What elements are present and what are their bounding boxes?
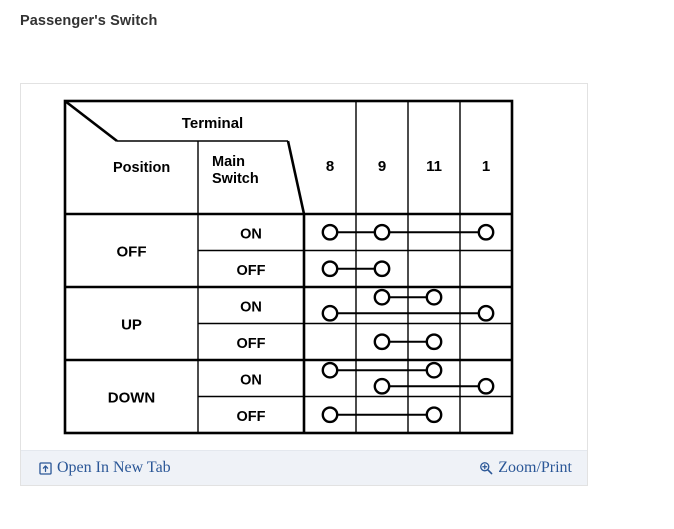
main-switch-state-up-on: ON [240,299,262,315]
terminal-node-1 [477,377,495,395]
terminal-node-8 [321,260,339,278]
header-label-position: Position [113,160,170,176]
terminal-header-1: 1 [482,158,490,175]
terminal-node-11 [425,406,443,424]
zoom-print-link[interactable]: Zoom/Print [479,458,572,478]
terminal-node-11 [425,361,443,379]
terminal-node-9 [373,260,391,278]
terminal-node-8 [321,361,339,379]
terminal-header-9: 9 [378,158,386,175]
position-label-up: UP [121,317,142,334]
main-switch-state-off-off: OFF [237,263,266,279]
open-in-new-tab-label: Open In New Tab [57,459,171,476]
open-in-new-tab-link[interactable]: Open In New Tab [38,458,171,478]
terminal-node-9 [373,377,391,395]
position-label-off: OFF [117,244,147,261]
main-switch-state-down-on: ON [240,372,262,388]
card-footer: Open In New Tab Zoom/Print [21,450,587,485]
page-title: Passenger's Switch [20,13,158,29]
position-label-down: DOWN [108,390,156,407]
terminal-header-11: 11 [426,158,442,175]
terminal-node-9 [373,333,391,351]
terminal-node-1 [477,304,495,322]
terminal-node-8 [321,406,339,424]
header-label-terminal: Terminal [182,115,243,132]
main-switch-state-up-off: OFF [237,336,266,352]
header-diagonal-position [64,99,118,143]
terminal-node-11 [425,333,443,351]
main-switch-state-off-on: ON [240,226,262,242]
terminal-node-8 [321,304,339,322]
terminal-node-8 [321,223,339,241]
terminal-node-11 [425,288,443,306]
terminal-node-1 [477,223,495,241]
header-diagonal-main-switch [286,140,306,215]
magnifier-plus-icon [479,461,493,475]
zoom-print-label: Zoom/Print [498,459,572,476]
external-link-icon [38,461,52,475]
terminal-node-9 [373,288,391,306]
main-switch-state-down-off: OFF [237,409,266,425]
terminal-node-9 [373,223,391,241]
terminal-header-8: 8 [326,158,334,175]
table-outer-border [63,99,514,435]
